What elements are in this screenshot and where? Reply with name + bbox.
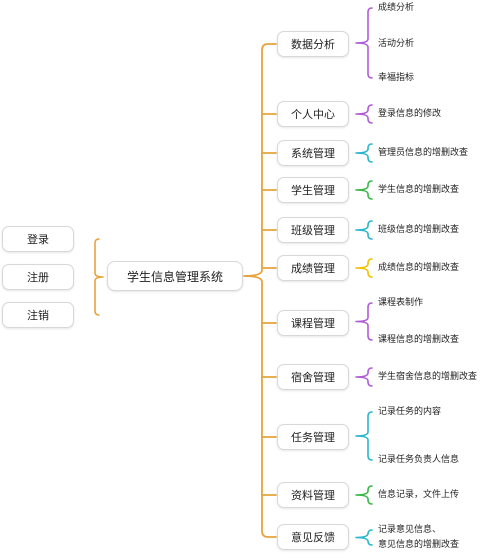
module-node-10[interactable]: 意见反馈 xyxy=(277,524,349,550)
left-connector-brace xyxy=(94,238,104,316)
leaf-item-6-1: 课程信息的增删改查 xyxy=(378,334,460,345)
sub-brace-9 xyxy=(355,485,373,505)
module-node-9[interactable]: 资料管理 xyxy=(277,482,349,508)
sub-brace-7 xyxy=(355,367,373,387)
module-node-4[interactable]: 班级管理 xyxy=(277,217,349,243)
left-node-register[interactable]: 注册 xyxy=(2,264,74,290)
leaf-item-3-0: 学生信息的增删改查 xyxy=(378,184,460,195)
leaf-item-0-0: 成绩分析 xyxy=(378,2,415,13)
module-node-7[interactable]: 宿舍管理 xyxy=(277,364,349,390)
sub-brace-10 xyxy=(355,529,373,546)
leaf-item-10-1: 意见信息的增删改查 xyxy=(378,539,460,550)
sub-brace-4 xyxy=(355,220,373,240)
sub-brace-3 xyxy=(355,180,373,200)
left-node-login[interactable]: 登录 xyxy=(2,226,74,252)
module-node-6[interactable]: 课程管理 xyxy=(277,310,349,336)
leaf-item-7-0: 学生宿舍信息的增删改查 xyxy=(378,371,478,382)
sub-brace-6 xyxy=(355,302,373,341)
leaf-item-4-0: 班级信息的增删改查 xyxy=(378,224,460,235)
module-node-0[interactable]: 数据分析 xyxy=(277,31,349,57)
leaf-item-5-0: 成绩信息的增删改查 xyxy=(378,262,460,273)
leaf-item-2-0: 管理员信息的增删改查 xyxy=(378,147,469,158)
module-node-2[interactable]: 系统管理 xyxy=(277,140,349,166)
leaf-item-0-1: 活动分析 xyxy=(378,38,415,49)
leaf-item-8-0: 记录任务的内容 xyxy=(378,406,442,417)
leaf-item-1-0: 登录信息的修改 xyxy=(378,108,442,119)
sub-brace-0 xyxy=(355,7,373,79)
module-node-1[interactable]: 个人中心 xyxy=(277,101,349,127)
leaf-item-9-0: 信息记录，文件上传 xyxy=(378,489,460,500)
leaf-item-0-2: 幸福指标 xyxy=(378,72,415,83)
module-node-3[interactable]: 学生管理 xyxy=(277,177,349,203)
left-node-logout[interactable]: 注销 xyxy=(2,302,74,328)
sub-brace-2 xyxy=(355,143,373,163)
root-node[interactable]: 学生信息管理系统 xyxy=(107,261,243,291)
sub-brace-5 xyxy=(355,258,373,278)
leaf-item-8-1: 记录任务负责人信息 xyxy=(378,454,460,465)
leaf-item-6-0: 课程表制作 xyxy=(378,297,424,308)
sub-brace-8 xyxy=(355,411,373,461)
module-node-8[interactable]: 任务管理 xyxy=(277,424,349,450)
leaf-item-10-0: 记录意见信息、 xyxy=(378,524,442,535)
main-connector-brace xyxy=(243,43,277,538)
module-node-5[interactable]: 成绩管理 xyxy=(277,255,349,281)
sub-brace-1 xyxy=(355,104,373,124)
